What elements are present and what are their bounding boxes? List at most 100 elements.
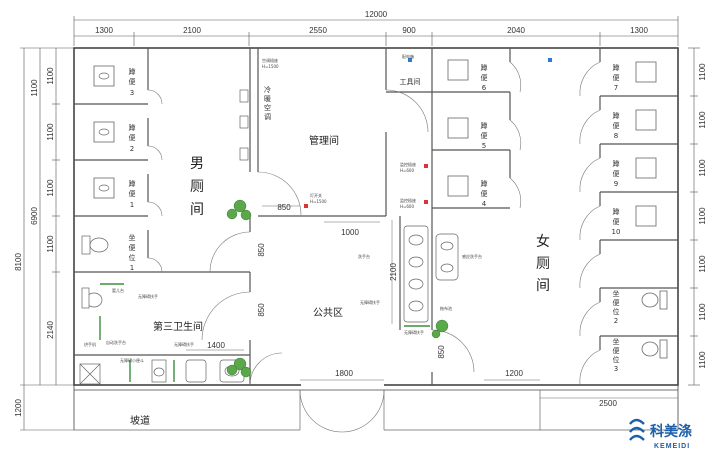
outlet-markers [304,58,552,208]
ac-label-3: 空 [264,103,271,112]
dim-2100: 2100 [389,263,398,281]
top-dimensions [73,16,679,46]
left-stall-labels: 蹲 便 3 蹲 便 2 蹲 便 1 坐 便 位 1 [129,67,136,272]
stall-mid-2-num: 5 [482,142,486,150]
right-stall-labels: 蹲 便 7 蹲 便 8 蹲 便 9 蹲 便 10 坐 便 位 2 坐 便 位 3 [612,63,621,373]
room-ramp: 坡道 [130,414,150,427]
dim-right-row-4: 1100 [698,207,707,225]
kemeidi-logo: 科美涤 KEMEIDI [629,418,692,450]
stall-left-4-num: 1 [130,264,134,272]
stall-left-4-type-a: 坐 [129,233,136,242]
logo-cn: 科美涤 [650,423,692,440]
stall-left-3-type-b: 便 [129,189,136,198]
dim-850-a: 850 [277,203,291,212]
stall-right-2-type-a: 蹲 [613,111,620,120]
stall-right-5-num: 2 [614,317,618,325]
dim-top-2: 2100 [183,26,201,35]
note-ac-socket: 空调插座 [262,57,278,63]
dim-left-row-6: 2140 [46,321,55,339]
internal-walls [74,48,678,385]
room-mens-2: 厕 [190,179,204,195]
stall-left-1-type-b: 便 [129,77,136,86]
stall-right-3-type-b: 便 [613,169,620,178]
dim-total-width: 12000 [365,10,388,19]
room-public: 公共区 [313,307,343,319]
stall-mid-3-type-b: 便 [481,189,488,198]
room-mens-1: 男 [190,156,204,172]
note-mop: 拖布池 [440,305,452,311]
dim-right-row-5: 1100 [698,255,707,273]
stall-right-4-type-b: 便 [613,217,620,226]
left-dimensions [20,47,74,431]
grab-bars [99,283,430,382]
stall-right-6-type-a: 坐 [613,337,620,346]
note-ac-socket-h: H=1500 [262,64,279,69]
stall-right-1-num: 7 [614,84,618,92]
stall-left-2-num: 2 [130,145,134,153]
stall-left-1-type-a: 蹲 [129,67,136,76]
stall-left-4-type-c: 位 [129,253,136,262]
stall-right-3-num: 9 [614,180,618,188]
ac-label-1: 冷 [264,85,271,94]
note-monitor-2-h: H=600 [400,204,414,209]
right-dimensions [688,47,700,386]
note-panel: 配电箱 [402,53,414,59]
stall-right-2-type-b: 便 [613,121,620,130]
stall-mid-2-type-a: 蹲 [481,121,488,130]
room-womens-1: 女 [536,233,550,250]
logo-en: KEMEIDI [654,443,690,450]
stall-right-6-type-b: 便 [613,346,620,355]
ramp-area [74,390,678,431]
stall-right-4-num: 10 [612,228,621,236]
middle-stall-fixtures [447,59,469,197]
dim-top-4: 900 [402,26,416,35]
dim-1000: 1000 [341,228,359,237]
logo-mark-icon [629,418,645,441]
dim-left-1200: 1200 [14,399,23,417]
mens-stall-1 [93,177,115,199]
ac-label-2: 暖 [264,95,271,103]
doors [147,61,601,433]
note-monitor-1-h: H=600 [400,168,414,173]
note-sensor-wash: 感应洗手台 [462,253,482,259]
internal-dims [186,205,678,399]
dim-left-8100: 8100 [14,253,23,271]
stall-left-1-num: 3 [130,89,134,97]
room-third-restroom: 第三卫生间 [153,320,203,333]
dim-1800: 1800 [335,369,353,378]
note-auto-wash: 自动洗手台 [106,339,126,345]
right-stall-fixtures [635,61,668,359]
ac-label: 冷 暖 空 调 [264,85,271,121]
dim-right-row-6: 1100 [698,303,707,321]
dim-right-row-7: 1100 [698,351,707,369]
dim-left-row-2: 1100 [46,123,55,141]
dim-top-6: 1300 [630,26,648,35]
dim-left-row-3: 1100 [46,179,55,197]
dim-left-row-4: 1100 [46,235,55,253]
middle-stall-labels: 蹲 便 6 蹲 便 5 蹲 便 4 [481,63,488,208]
stall-right-1-type-a: 蹲 [613,63,620,72]
stall-right-1-type-b: 便 [613,73,620,82]
note-monitor-1: 监控插座 [400,161,416,167]
note-grab-4: 无障碍扶手 [404,329,424,335]
note-wash: 洗手台 [358,253,370,259]
entrance-gap [301,383,384,387]
dim-850-b: 850 [257,243,266,257]
note-grab-1: 无障碍扶手 [360,299,380,305]
dim-1400: 1400 [207,341,225,350]
note-switch-h: H=1500 [310,199,327,204]
plant-icon [226,199,449,378]
room-tool: 工具间 [400,78,421,86]
stall-mid-1-num: 6 [482,84,487,92]
stall-mid-1-type-a: 蹲 [481,63,488,72]
dim-right-row-3: 1100 [698,159,707,177]
stall-right-3-type-a: 蹲 [613,159,620,168]
note-grab-2: 无障碍扶手 [138,293,158,299]
stall-mid-1-type-b: 便 [481,73,488,82]
room-womens-3: 间 [536,278,550,294]
stall-mid-3-type-a: 蹲 [481,179,488,188]
ac-label-4: 调 [264,112,271,121]
note-urinal: 无障碍小便斗 [120,357,144,363]
dim-left-row-1: 1100 [46,67,55,85]
dim-top-1: 1300 [95,26,113,35]
